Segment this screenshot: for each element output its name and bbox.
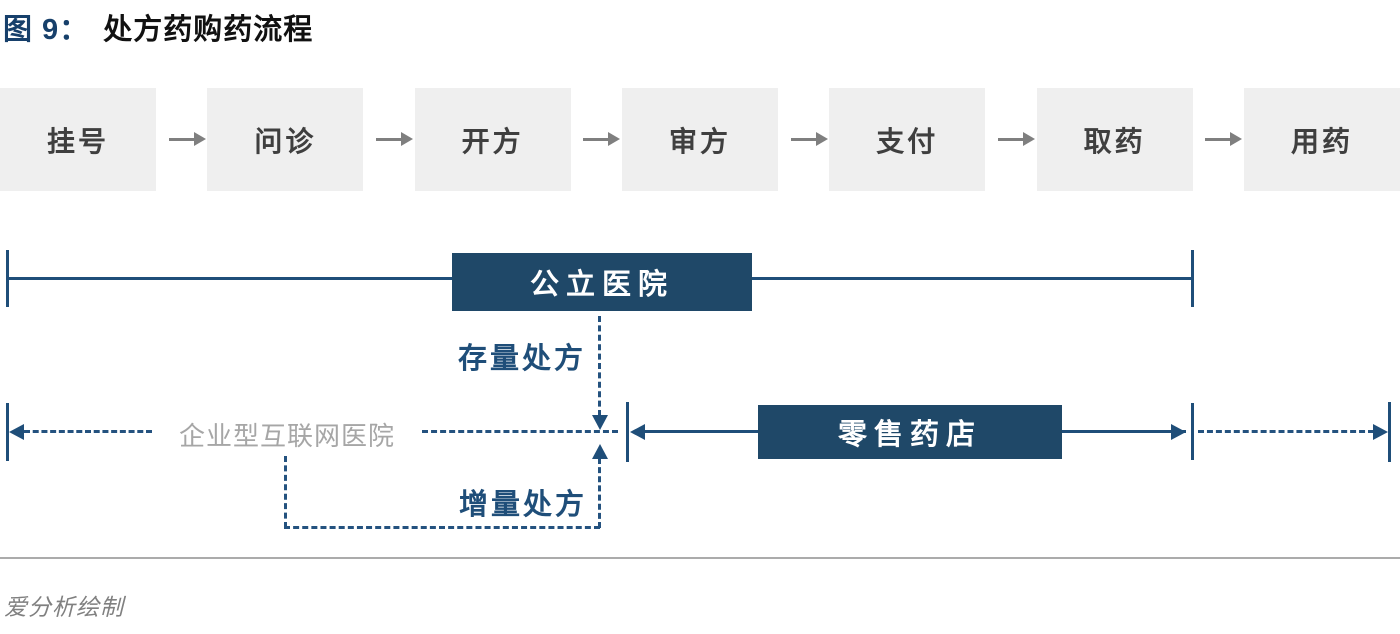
- right-arrow-icon: [375, 132, 413, 146]
- band2-dashed-line-rightmost: [1198, 430, 1374, 433]
- public-hospital-bar: 公立医院: [452, 253, 752, 311]
- process-steps-row: 挂号 问诊 开方 审方 支付 取药 用药: [0, 88, 1400, 191]
- internet-hospital-label: 企业型互联网医院: [178, 421, 395, 451]
- arrowhead-down-icon: [592, 415, 608, 430]
- right-arrow-icon: [168, 132, 206, 146]
- stock-prescription-label: 存量处方: [458, 343, 587, 375]
- figure-number-label: 图 9：: [3, 14, 90, 46]
- arrowhead-left-icon: [9, 424, 24, 440]
- incremental-flow-dashed-line-across: [284, 526, 600, 529]
- retail-pharmacy-label: 零售药店: [837, 419, 982, 451]
- incremental-prescription-label: 增量处方: [459, 489, 588, 521]
- step-box-review: 审方: [621, 88, 778, 191]
- page-title: 图 9： 处方药购药流程: [3, 6, 313, 48]
- retail-pharmacy-bar: 零售药店: [758, 405, 1062, 459]
- arrowhead-left-icon: [630, 424, 645, 440]
- figure-title-text: 处方药购药流程: [103, 14, 314, 46]
- band2-left-tick: [6, 403, 9, 461]
- pharmacy-span-left-tick: [626, 402, 629, 462]
- step-box-prescribe: 开方: [414, 88, 571, 191]
- arrowhead-up-icon: [592, 444, 608, 459]
- right-arrow-icon: [790, 132, 828, 146]
- step-box-consult: 问诊: [207, 88, 364, 191]
- internet-hospital-dashed-line-right: [422, 430, 618, 433]
- band2-right-tick: [1388, 402, 1391, 462]
- step-label: 用药: [1290, 125, 1353, 157]
- step-label: 支付: [876, 125, 939, 157]
- arrowhead-right-icon: [1373, 424, 1388, 440]
- right-arrow-icon: [583, 132, 621, 146]
- step-box-medicate: 用药: [1243, 88, 1400, 191]
- hospital-span-right-tick: [1191, 250, 1194, 307]
- internet-hospital-dashed-line-left: [24, 430, 152, 433]
- public-hospital-label: 公立医院: [529, 269, 674, 301]
- source-credit: 爱分析绘制: [4, 594, 124, 620]
- step-label: 挂号: [46, 125, 109, 157]
- stock-flow-dashed-line: [598, 316, 601, 416]
- step-label: 取药: [1083, 125, 1146, 157]
- step-label: 问诊: [254, 125, 317, 157]
- step-box-pay: 支付: [829, 88, 986, 191]
- incremental-flow-dashed-line-down: [284, 456, 287, 528]
- step-label: 开方: [461, 125, 524, 157]
- right-arrow-icon: [1205, 132, 1243, 146]
- incremental-flow-dashed-line-up: [598, 458, 601, 528]
- step-label: 审方: [668, 125, 731, 157]
- pharmacy-span-right-tick: [1191, 403, 1194, 460]
- step-box-dispense: 取药: [1036, 88, 1193, 191]
- footer-divider: [0, 557, 1400, 559]
- right-arrow-icon: [997, 132, 1035, 146]
- arrowhead-right-icon: [1171, 424, 1186, 440]
- step-box-register: 挂号: [0, 88, 156, 191]
